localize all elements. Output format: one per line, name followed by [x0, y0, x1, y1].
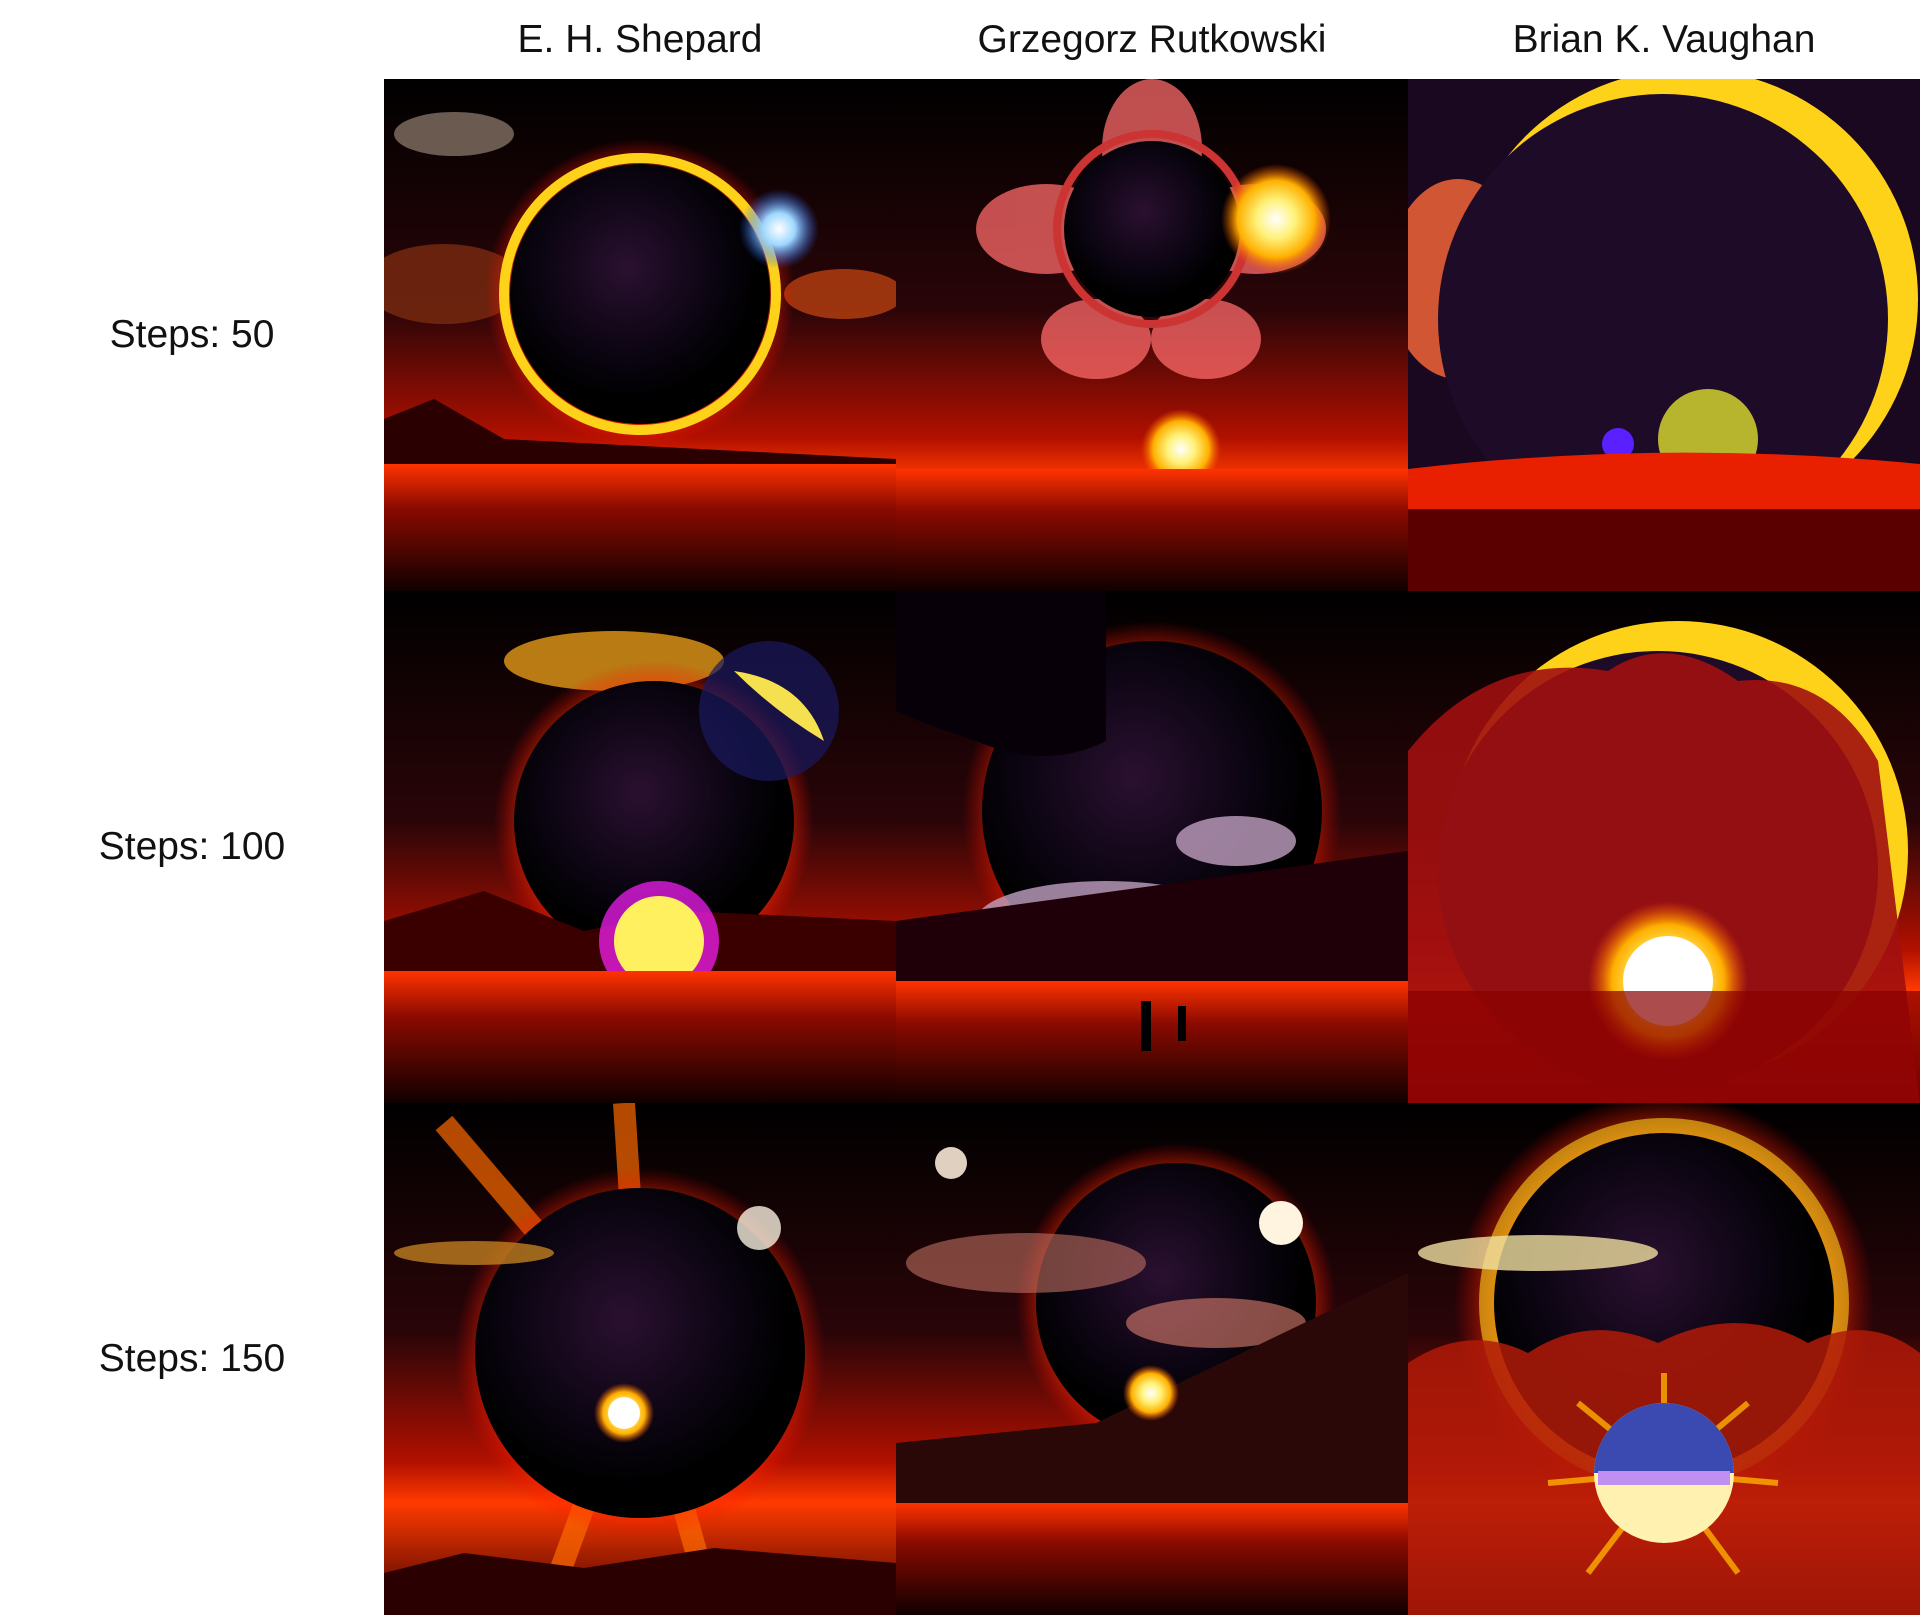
row-label-steps-100: Steps: 100 — [98, 825, 286, 868]
image-vaughan-steps-50 — [1408, 79, 1920, 591]
column-header-grzegorz-rutkowski: Grzegorz Rutkowski — [977, 18, 1327, 61]
image-shepard-steps-50 — [384, 79, 896, 591]
image-vaughan-steps-100 — [1408, 591, 1920, 1103]
image-shepard-steps-100 — [384, 591, 896, 1103]
image-rutkowski-steps-150 — [896, 1103, 1408, 1615]
row-label-steps-150: Steps: 150 — [98, 1337, 286, 1380]
image-shepard-steps-150 — [384, 1103, 896, 1615]
image-vaughan-steps-150 — [1408, 1103, 1920, 1615]
column-header-brian-k-vaughan: Brian K. Vaughan — [1512, 18, 1816, 61]
image-rutkowski-steps-100 — [896, 591, 1408, 1103]
row-label-steps-50: Steps: 50 — [109, 313, 275, 356]
image-rutkowski-steps-50 — [896, 79, 1408, 591]
column-header-e-h-shepard: E. H. Shepard — [517, 18, 763, 61]
